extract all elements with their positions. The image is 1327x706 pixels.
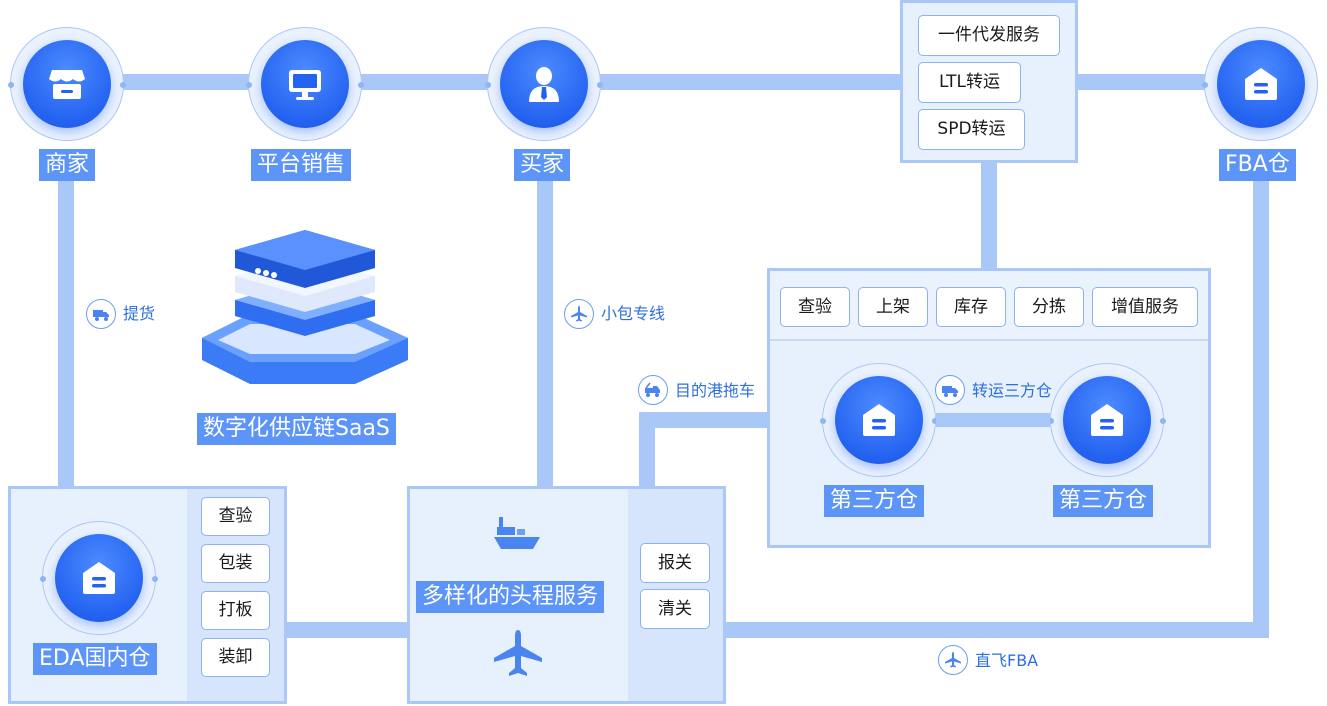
ship-icon <box>494 517 540 549</box>
connector-eda-firstleg <box>286 622 410 638</box>
monitor-icon <box>289 70 321 100</box>
firstleg-export-declaration[interactable]: 报关 <box>640 543 710 583</box>
route-small-parcel-label: 小包专线 <box>601 304 666 323</box>
warehouse-icon <box>1245 68 1277 100</box>
service-spd-button[interactable]: SPD转运 <box>918 109 1025 150</box>
connector-port-vertical <box>639 412 655 490</box>
fba-label: FBA仓 <box>1219 149 1296 181</box>
fba-node[interactable] <box>1202 27 1318 141</box>
truck-icon <box>86 299 116 329</box>
plane-icon <box>938 645 968 675</box>
service-dropship-button[interactable]: 一件代发服务 <box>918 15 1060 56</box>
connector-buyer-firstleg <box>537 180 553 488</box>
server-stack-icon <box>202 230 408 384</box>
node-dot <box>120 82 126 88</box>
tow-truck-icon <box>638 375 668 405</box>
platform-node[interactable] <box>246 27 364 141</box>
node-dot <box>1048 418 1054 424</box>
route-port-tow-label: 目的港拖车 <box>675 381 756 400</box>
connector-third-party <box>936 413 1050 427</box>
node-dot <box>597 82 603 88</box>
warehouse-service-sorting[interactable]: 分拣 <box>1014 287 1084 327</box>
node-dot <box>358 82 364 88</box>
person-icon <box>529 67 559 102</box>
saas-label: 数字化供应链SaaS <box>197 413 396 445</box>
merchant-label: 商家 <box>39 149 96 181</box>
node-dot <box>246 82 252 88</box>
service-ltl-button[interactable]: LTL转运 <box>918 62 1021 103</box>
node-dot <box>40 576 46 582</box>
connector-merchant-eda <box>58 180 74 488</box>
third-party-warehouse-a-node[interactable] <box>820 363 938 477</box>
route-direct-fba-label: 直飞FBA <box>975 651 1039 670</box>
eda-service-loading[interactable]: 装卸 <box>201 638 270 677</box>
truck-icon <box>935 375 965 405</box>
firstleg-title: 多样化的头程服务 <box>416 581 605 613</box>
store-icon <box>49 70 85 99</box>
warehouse-service-shelving[interactable]: 上架 <box>858 287 928 327</box>
route-pickup-label: 提货 <box>123 304 156 323</box>
connector-top-left <box>66 74 902 90</box>
node-dot <box>820 418 826 424</box>
connector-fba-down <box>1253 180 1269 638</box>
node-dot <box>1160 418 1166 424</box>
warehouse-icon <box>1091 404 1123 436</box>
eda-node[interactable] <box>40 521 158 635</box>
buyer-node[interactable] <box>485 27 603 141</box>
node-dot <box>8 82 14 88</box>
third-party-warehouse-b-node[interactable] <box>1048 363 1166 477</box>
eda-service-palletizing[interactable]: 打板 <box>201 591 270 630</box>
plane-icon <box>494 630 542 676</box>
node-dot <box>152 576 158 582</box>
connector-bottom-direct <box>724 622 1269 638</box>
warehouse-service-storage[interactable]: 库存 <box>936 287 1006 327</box>
warehouse-service-value-added[interactable]: 增值服务 <box>1092 287 1198 327</box>
third-party-warehouse-a-label: 第三方仓 <box>824 485 925 517</box>
node-dot <box>1202 82 1208 88</box>
platform-label: 平台销售 <box>251 149 352 181</box>
eda-service-inspect[interactable]: 查验 <box>201 497 270 536</box>
connector-services-warehouse <box>981 162 997 270</box>
third-party-warehouse-b-label: 第三方仓 <box>1053 485 1154 517</box>
node-dot <box>932 418 938 424</box>
warehouse-service-inspect[interactable]: 查验 <box>780 287 850 327</box>
merchant-node[interactable] <box>8 27 126 141</box>
warehouse-icon <box>83 562 115 594</box>
buyer-label: 买家 <box>514 149 571 181</box>
eda-service-packing[interactable]: 包装 <box>201 544 270 583</box>
warehouse-icon <box>863 404 895 436</box>
eda-label: EDA国内仓 <box>33 643 157 675</box>
firstleg-customs-clearance[interactable]: 清关 <box>640 589 710 629</box>
route-transfer-label: 转运三方仓 <box>972 381 1053 400</box>
node-dot <box>485 82 491 88</box>
plane-icon <box>564 299 594 329</box>
